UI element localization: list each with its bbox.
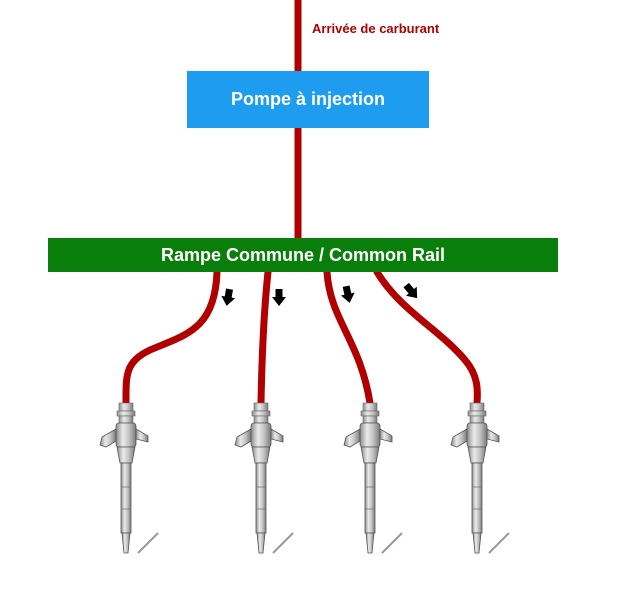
fuel-inlet-label: Arrivée de carburant — [312, 21, 440, 36]
flow-arrow-down-icon — [400, 280, 423, 303]
injector-4-icon — [450, 402, 510, 554]
fuel-line-4 — [373, 268, 481, 407]
flow-arrow-down-icon — [219, 287, 237, 308]
common-rail-label: Rampe Commune / Common Rail — [160, 244, 446, 265]
fuel-line-2 — [257, 268, 272, 407]
fuel-line-1 — [122, 268, 221, 407]
injection-pump-box: Pompe à injection — [187, 71, 429, 128]
injector-1-icon — [99, 402, 159, 554]
common-rail-bar: Rampe Commune / Common Rail — [48, 238, 558, 272]
injector-2-icon — [234, 402, 294, 554]
flow-arrow-down-icon — [272, 289, 286, 306]
injection-pump-label: Pompe à injection — [230, 89, 386, 109]
flow-arrow-down-icon — [339, 284, 357, 305]
fuel-line-3 — [323, 268, 374, 407]
injector-3-icon — [343, 402, 403, 554]
